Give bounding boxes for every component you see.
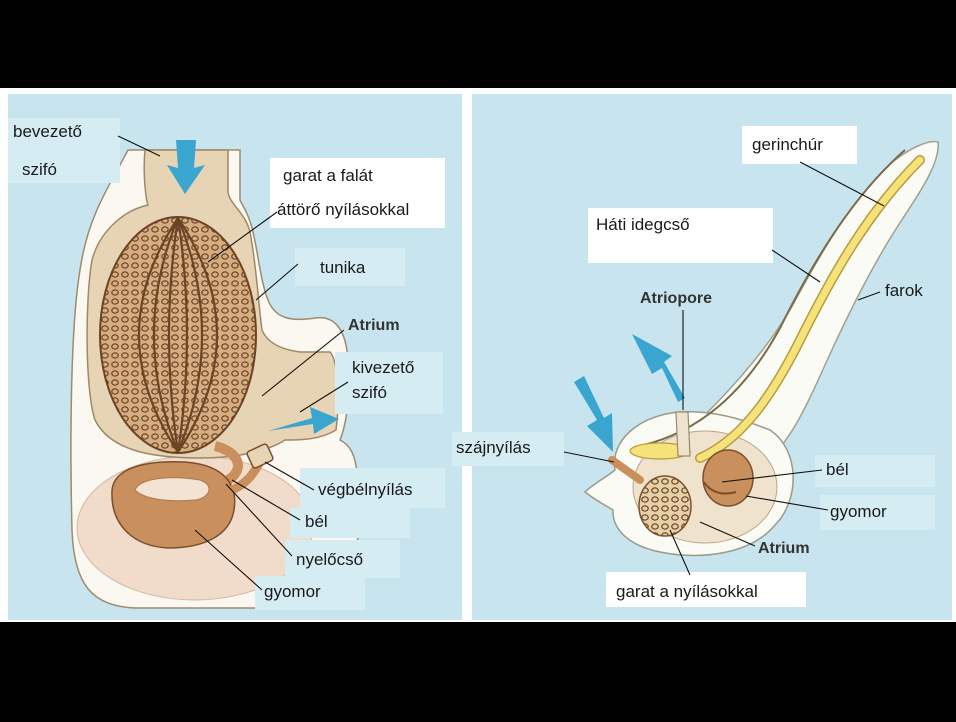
leader-tail bbox=[858, 292, 880, 300]
label-intestine-adult: bél bbox=[305, 512, 328, 532]
larva-atriopore-tube bbox=[676, 412, 690, 456]
label-tail: farok bbox=[885, 281, 923, 301]
larva bbox=[574, 142, 938, 556]
label-pharynx-line1: garat a falát bbox=[283, 166, 373, 186]
label-dorsal-nerve-cord: Háti idegcső bbox=[596, 215, 690, 235]
leader-mouth bbox=[564, 452, 614, 462]
label-stomach-adult: gyomor bbox=[264, 582, 321, 602]
label-atrium-larva: Atrium bbox=[758, 539, 810, 559]
label-esophagus: nyelőcső bbox=[296, 550, 363, 570]
label-mouth: szájnyílás bbox=[456, 438, 531, 458]
label-atrium-adult: Atrium bbox=[348, 316, 400, 336]
label-intestine-larva: bél bbox=[826, 460, 849, 480]
label-excurrent-siphon-line1: kivezető bbox=[352, 358, 414, 378]
label-notochord: gerinchúr bbox=[752, 135, 823, 155]
larva-stomach bbox=[703, 450, 753, 506]
label-excurrent-siphon-line2: szifó bbox=[352, 383, 387, 403]
larva-pharynx bbox=[639, 476, 691, 536]
label-stomach-larva: gyomor bbox=[830, 502, 887, 522]
atriopore-flow-arrow bbox=[632, 334, 685, 402]
adult-pharynx-basket bbox=[100, 217, 256, 453]
label-atriopore: Atriopore bbox=[640, 289, 712, 309]
label-incurrent-siphon-line1: bevezető bbox=[13, 122, 82, 142]
label-anus: végbélnyílás bbox=[318, 480, 413, 500]
label-tunic: tunika bbox=[320, 258, 365, 278]
label-incurrent-siphon-line2: szifó bbox=[22, 160, 57, 180]
label-pharynx-line2: áttörő nyílásokkal bbox=[277, 200, 409, 220]
adult-stomach bbox=[112, 462, 235, 548]
mouth-flow-arrow bbox=[574, 376, 613, 452]
label-pharynx-larva: garat a nyílásokkal bbox=[616, 582, 758, 602]
